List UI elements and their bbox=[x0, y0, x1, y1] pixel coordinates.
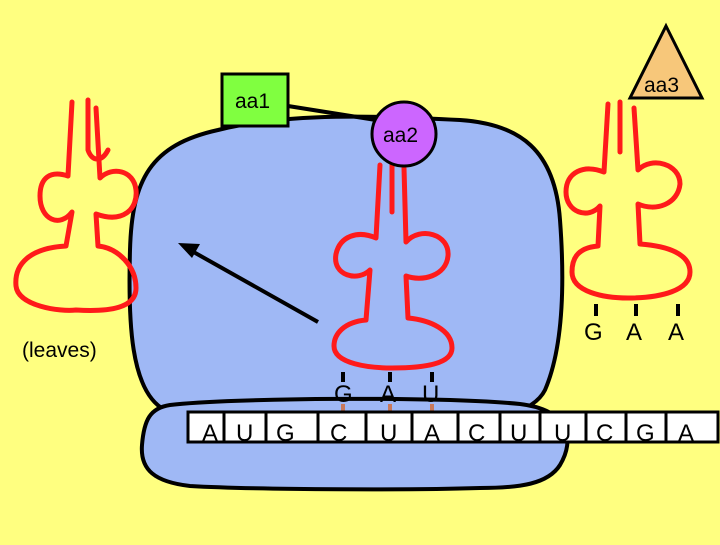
mrna-base: A bbox=[424, 420, 440, 447]
svg-text:aa2: aa2 bbox=[383, 124, 418, 147]
amino-acid-aa1: aa1 bbox=[222, 74, 288, 126]
mrna-base: U bbox=[380, 420, 397, 447]
ribosome-large-subunit bbox=[129, 117, 562, 423]
amino-acid-aa2: aa2 bbox=[372, 102, 436, 166]
leaving-label: (leaves) bbox=[22, 339, 97, 362]
anticodon-right-base: A bbox=[626, 319, 642, 346]
mrna-base: G bbox=[276, 420, 295, 447]
mrna-base: U bbox=[236, 420, 253, 447]
mrna-base: A bbox=[678, 420, 694, 447]
mrna-strand: A U G C U A C U U C G A bbox=[188, 412, 718, 447]
mrna-base: C bbox=[468, 420, 485, 447]
anticodon-center-base: G bbox=[334, 381, 353, 408]
mrna-base: G bbox=[636, 420, 655, 447]
mrna-base: U bbox=[510, 420, 527, 447]
anticodon-right-base: A bbox=[668, 319, 684, 346]
anticodon-center-base: U bbox=[422, 381, 439, 408]
mrna-base: C bbox=[330, 420, 347, 447]
anticodon-right-base: G bbox=[584, 319, 603, 346]
svg-text:aa1: aa1 bbox=[235, 90, 270, 113]
anticodon-center-base: A bbox=[380, 381, 396, 408]
svg-text:aa3: aa3 bbox=[644, 74, 679, 97]
mrna-base: U bbox=[554, 420, 571, 447]
mrna-base: A bbox=[202, 420, 218, 447]
mrna-base: C bbox=[596, 420, 613, 447]
